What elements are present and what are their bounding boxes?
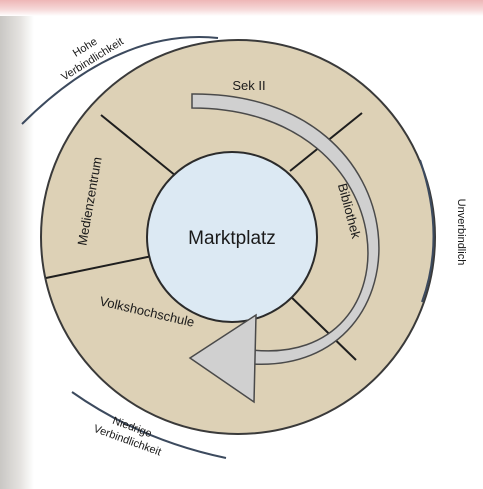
- center-circle: [146, 151, 318, 323]
- divider-top-left: [100, 114, 177, 177]
- segment-label-top: Sek II: [232, 78, 265, 93]
- outer-label-none: Unverbindlich: [455, 199, 467, 266]
- center-label: Marktplatz: [188, 228, 276, 249]
- outer-label-high: Hohe Verbindlichkeit: [59, 36, 126, 84]
- curved-arrow-head: [188, 313, 257, 404]
- guide-arc-none: [419, 159, 435, 303]
- divider-bottom-right: [285, 291, 357, 361]
- guide-arc-high: [21, 36, 219, 125]
- guide-arc-low: [71, 391, 227, 459]
- divider-left: [45, 254, 158, 279]
- background-strip-top: [0, 0, 483, 16]
- background-strip-left: [0, 0, 34, 489]
